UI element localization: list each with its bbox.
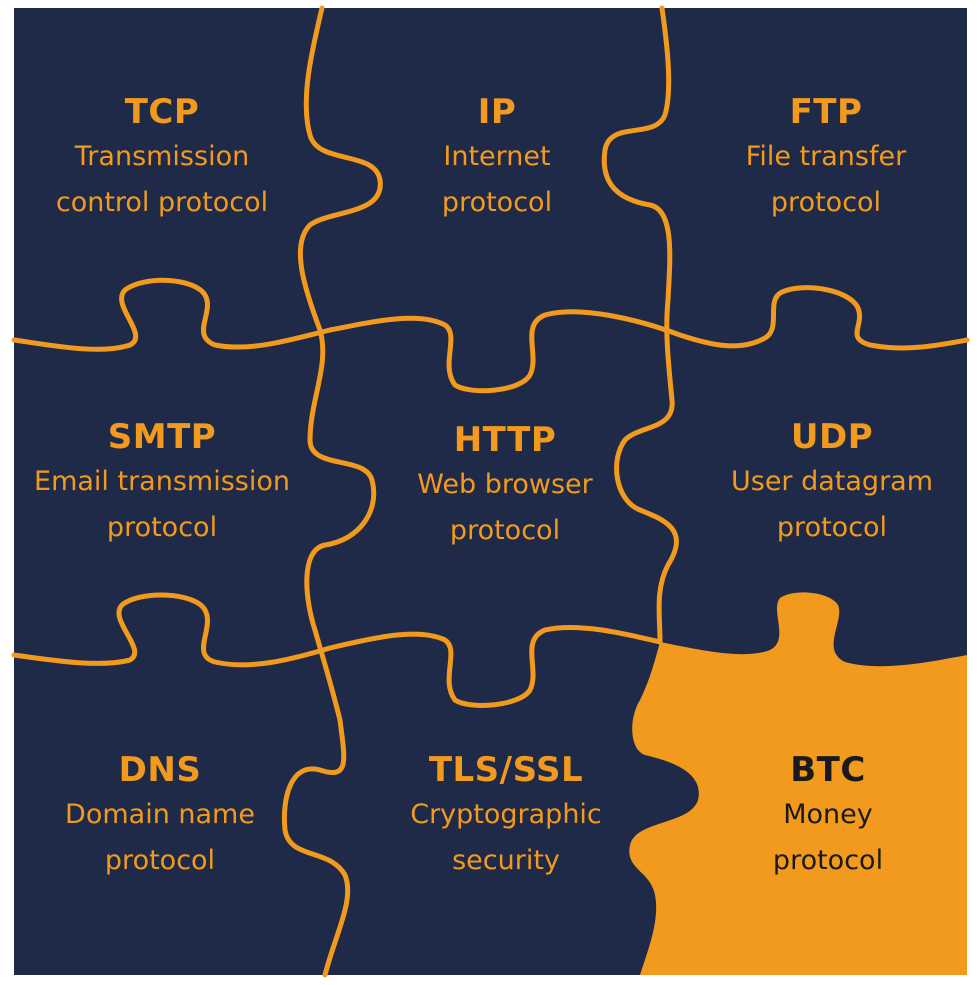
piece-description-line-1: File transfer [745,141,907,172]
piece-abbreviation: DNS [118,750,202,790]
piece-description-line-1: Money [783,799,873,830]
puzzle-piece-ftp: FTP File transfer protocol [746,90,906,226]
piece-description-line-2: protocol [772,845,884,876]
piece-description-line-1: Email transmission [34,466,290,497]
piece-description-line-1: Cryptographic [410,799,602,830]
puzzle-piece-http: HTTP Web browser protocol [417,418,592,554]
seam-horizontal-bottom [11,592,663,708]
puzzle-piece-dns: DNS Domain name protocol [65,748,255,884]
puzzle-piece-smtp: SMTP Email transmission protocol [34,415,290,551]
piece-description-line-2: security [452,845,560,876]
piece-description-line-2: protocol [776,512,888,543]
piece-description-line-1: Web browser [417,469,593,500]
piece-abbreviation: TCP [124,92,200,132]
piece-abbreviation: FTP [789,92,863,132]
piece-abbreviation: BTC [790,750,866,790]
btc-piece-fill [629,592,967,975]
puzzle-piece-tcp: TCP Transmission control protocol [56,90,268,226]
puzzle-piece-tls: TLS/SSL Cryptographic security [410,748,602,884]
puzzle-piece-udp: UDP User datagram protocol [731,415,933,551]
seam-vertical-left [281,5,383,978]
piece-abbreviation: HTTP [453,420,557,460]
piece-abbreviation: IP [477,92,517,132]
puzzle-piece-ip: IP Internet protocol [442,90,552,226]
piece-description-line-2: control protocol [55,187,269,218]
piece-description-line-1: User datagram [730,466,934,497]
puzzle-piece-btc: BTC Money protocol [773,748,883,884]
piece-description-line-1: Domain name [65,799,255,830]
piece-description-line-1: Internet [443,141,551,172]
piece-description-line-2: protocol [441,187,553,218]
seam-horizontal-top [11,277,970,394]
piece-abbreviation: SMTP [107,417,217,457]
seam-vertical-right [601,5,679,645]
piece-description-line-2: protocol [770,187,882,218]
piece-description-line-2: protocol [106,512,218,543]
piece-abbreviation: UDP [790,417,874,457]
piece-description-line-2: protocol [104,845,216,876]
piece-abbreviation: TLS/SSL [428,750,584,790]
piece-description-line-1: Transmission [74,141,250,172]
piece-description-line-2: protocol [449,515,561,546]
